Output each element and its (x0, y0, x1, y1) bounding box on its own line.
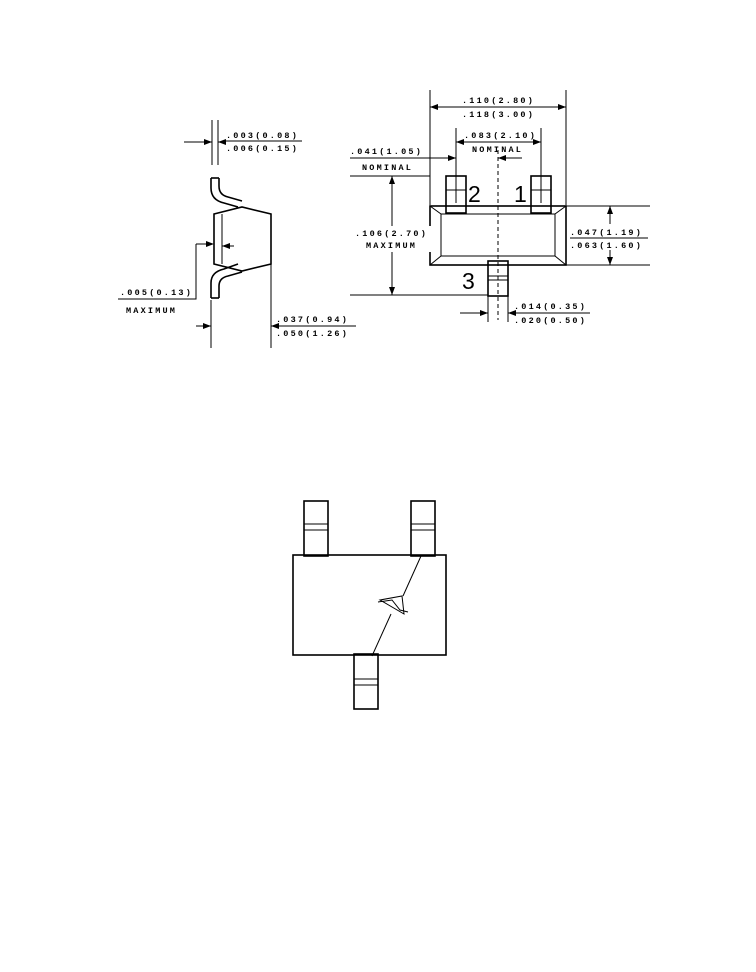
pin-3-label: 3 (462, 268, 475, 294)
lead-thickness-max-label: .006(0.15) (226, 144, 299, 154)
pin-offset-note: NOMINAL (362, 163, 413, 173)
schematic-body (292, 554, 447, 656)
pin-2-label: 2 (468, 181, 481, 207)
overall-width-min-label: .110(2.80) (462, 96, 535, 106)
body-width-max-label: .063(1.60) (570, 241, 643, 251)
body-width-min-label: .047(1.19) (570, 228, 643, 238)
schematic-view (292, 500, 447, 710)
pin-pitch-note: NOMINAL (472, 145, 523, 155)
overall-length-note: MAXIMUM (366, 241, 417, 251)
top-view: .110(2.80) .118(3.00) .083(2.10) NOMINAL… (350, 90, 650, 326)
pin-pitch-label: .083(2.10) (464, 131, 537, 141)
overall-width-max-label: .118(3.00) (462, 110, 535, 120)
body-height-max-label: .050(1.26) (276, 329, 349, 339)
schematic-lead-top-right (410, 500, 436, 557)
pin-3-lead (487, 260, 509, 297)
overall-length-label: .106(2.70) (355, 229, 428, 239)
standoff-label: .005(0.13) (120, 288, 193, 298)
schematic-lead-top-left (303, 500, 329, 557)
lead-width-min-label: .014(0.35) (514, 302, 587, 312)
standoff-note: MAXIMUM (126, 306, 177, 316)
pin-1-label: 1 (514, 181, 527, 207)
lead-thickness-min-label: .003(0.08) (226, 131, 299, 141)
pin-offset-label: .041(1.05) (350, 147, 423, 157)
schematic-lead-bottom (353, 653, 379, 710)
zener-diode-icon (371, 555, 422, 657)
body-height-min-label: .037(0.94) (276, 315, 349, 325)
lead-width-max-label: .020(0.50) (514, 316, 587, 326)
side-view: .003(0.08) .006(0.15) .005(0.13) MAXIMUM… (118, 120, 356, 348)
